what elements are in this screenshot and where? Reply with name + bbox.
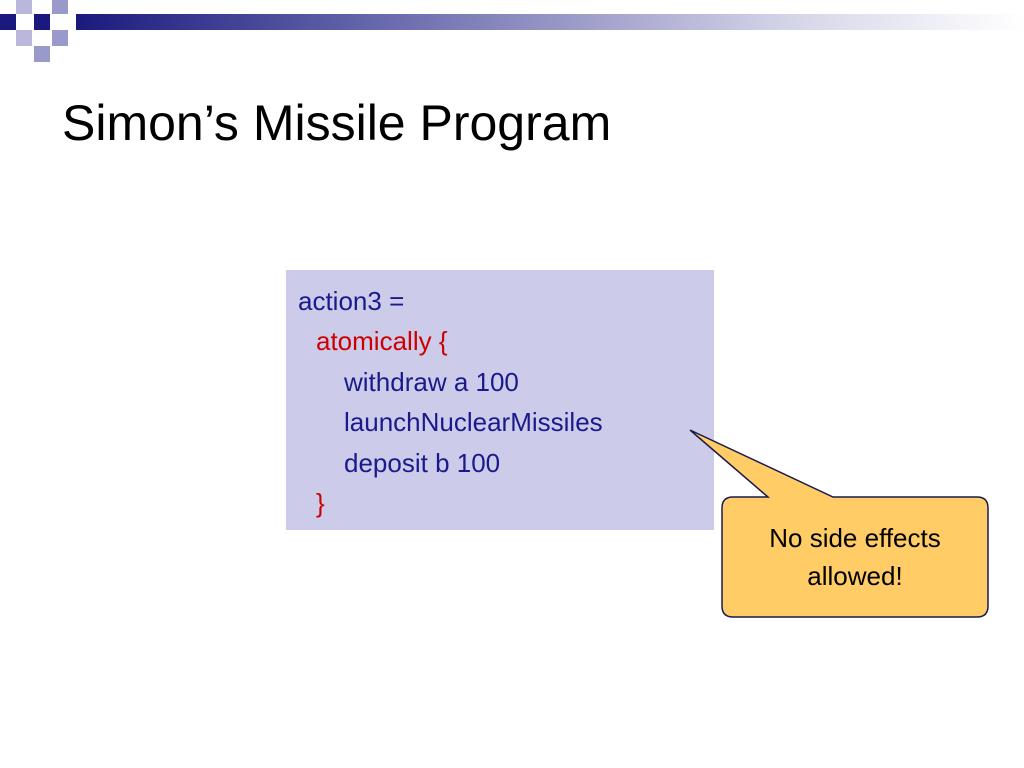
decoration-square [16,0,32,14]
decoration-square [34,46,50,62]
code-line-atomically: atomically { [316,326,448,356]
decoration-square [16,30,32,46]
code-box: action3 = atomically { withdraw a 100 la… [286,270,714,530]
slide-title: Simon’s Missile Program [62,95,612,151]
header-decoration [0,0,1024,62]
code-line-close-brace: } [316,488,325,518]
callout-line-1: No side effects [769,523,941,553]
code-line-withdraw: withdraw a 100 [344,367,519,397]
code-line-deposit: deposit b 100 [344,448,501,478]
callout-line-2: allowed! [807,561,903,591]
decoration-square [34,14,50,30]
decoration-square [0,14,16,30]
callout-text: No side effects allowed! [722,519,988,595]
code-line-launch: launchNuclearMissiles [344,407,603,437]
code-line-action3: action3 = [298,286,405,316]
decoration-square [52,0,68,14]
decoration-square [52,30,68,46]
header-gradient-bar [76,14,1024,30]
